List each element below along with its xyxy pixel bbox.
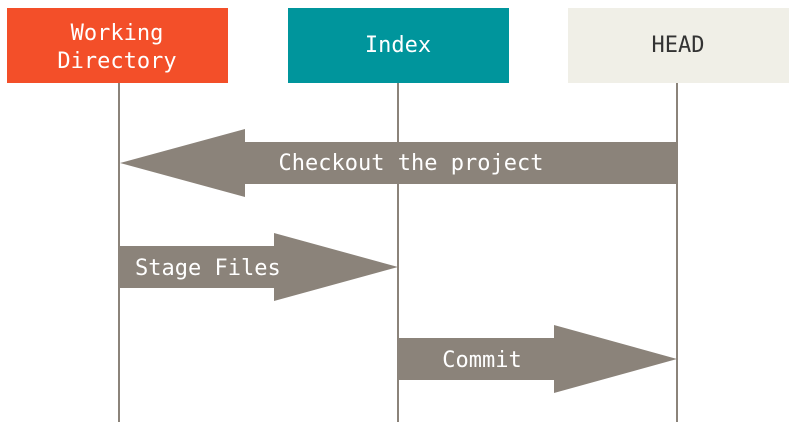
working-directory-box-bg xyxy=(7,8,228,83)
working-directory-label-line2: Directory xyxy=(57,49,176,74)
commit-arrow-shape xyxy=(398,325,677,393)
working-directory-box: Working Directory xyxy=(7,8,228,83)
head-label: HEAD xyxy=(652,33,705,58)
head-box: HEAD xyxy=(568,8,789,83)
stage-files-arrow-label: Stage Files xyxy=(135,256,281,281)
working-directory-label-line1: Working xyxy=(71,21,164,46)
checkout-arrow-shape xyxy=(120,129,677,197)
stage-files-arrow: Stage Files xyxy=(119,233,398,301)
index-label: Index xyxy=(365,33,431,58)
commit-arrow-label: Commit xyxy=(442,348,521,373)
index-box-bg xyxy=(288,8,509,83)
head-box-bg xyxy=(568,8,789,83)
checkout-arrow-label: Checkout the project xyxy=(279,151,544,176)
index-box: Index xyxy=(288,8,509,83)
stage-files-arrow-shape xyxy=(119,233,398,301)
commit-arrow: Commit xyxy=(398,325,677,393)
checkout-arrow: Checkout the project xyxy=(120,129,677,197)
